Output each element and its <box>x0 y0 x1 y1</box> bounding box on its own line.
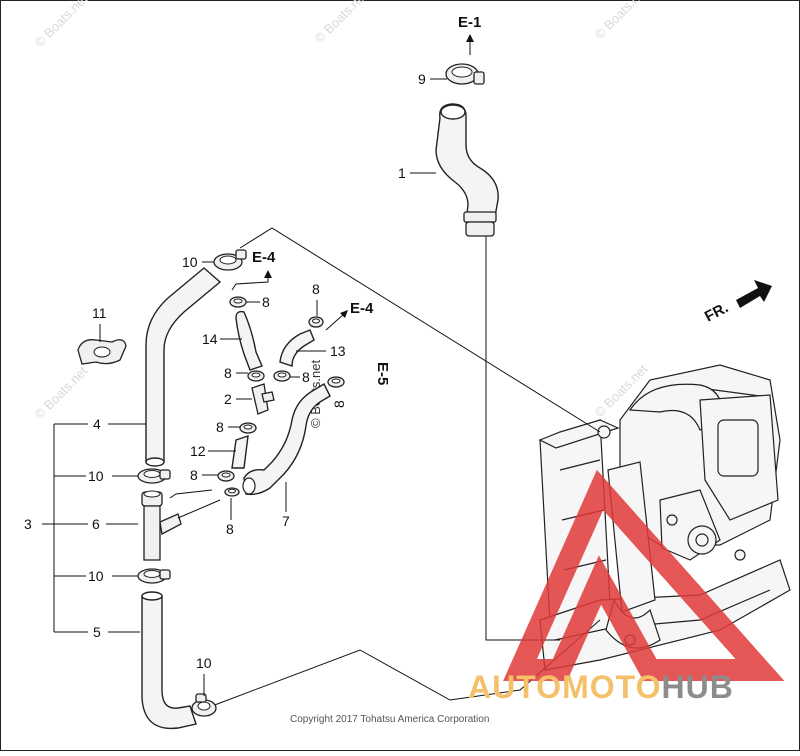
brand-text: AUTOMOTOHUB <box>468 669 734 705</box>
callout-8-h: 8 <box>331 400 347 408</box>
hose-part-7 <box>243 383 331 496</box>
callout-11: 11 <box>92 305 107 321</box>
clamp-part-8-f <box>308 316 324 328</box>
callout-8-b: 8 <box>224 365 232 381</box>
watermark-layer: © Boats.net © Boats.net © Boats.net © Bo… <box>32 0 651 428</box>
callout-4: 4 <box>93 416 101 432</box>
callout-10-mid: 10 <box>88 468 104 484</box>
callout-7: 7 <box>282 513 290 529</box>
clamp-part-10-bottom <box>191 693 217 717</box>
callout-14: 14 <box>202 331 218 347</box>
callout-8-g: 8 <box>302 369 310 385</box>
clamp-part-9 <box>445 63 485 85</box>
clamp-part-8-c <box>239 422 257 434</box>
callout-13: 13 <box>330 343 346 359</box>
clamp-part-8-b <box>247 370 265 382</box>
brand-text-part2: HUB <box>661 669 733 705</box>
callout-6: 6 <box>92 516 100 532</box>
ref-e5: E-5 <box>374 362 391 385</box>
copyright-text: Copyright 2017 Tohatsu America Corporati… <box>290 714 489 725</box>
clamp-part-8-h <box>327 376 345 388</box>
hose-part-12 <box>231 434 249 469</box>
ref-e4-top: E-4 <box>252 249 276 266</box>
brand-text-part1: AUTOMOTO <box>468 669 661 705</box>
watermark: © Boats.net <box>592 0 651 42</box>
callout-8-e: 8 <box>226 521 234 537</box>
callout-8-f: 8 <box>312 281 320 297</box>
clamp-part-10-top <box>213 249 247 271</box>
hose-part-5 <box>141 591 197 730</box>
hose-part-1 <box>435 103 499 237</box>
callout-10-low: 10 <box>88 568 104 584</box>
leader-to-engine-top <box>239 227 601 433</box>
watermark: © Boats.net <box>312 0 371 46</box>
clamp-part-8-e <box>224 487 240 497</box>
bracket-part-11 <box>77 339 127 365</box>
front-label: FR. <box>702 299 731 325</box>
callout-10-bottom: 10 <box>196 655 212 671</box>
hose-part-4 <box>145 267 222 467</box>
callout-1: 1 <box>398 165 406 181</box>
connector-part-2 <box>251 383 275 415</box>
hose-part-13 <box>279 329 315 367</box>
callout-10-top: 10 <box>182 254 198 270</box>
tjoint-part-6 <box>141 490 182 561</box>
clamp-part-8-g <box>273 370 291 382</box>
ref-e1: E-1 <box>458 14 481 31</box>
watermark: © Boats.net <box>32 0 91 50</box>
callout-8-d: 8 <box>190 467 198 483</box>
hose-part-14 <box>235 310 263 371</box>
callout-2: 2 <box>224 391 232 407</box>
clamp-part-10-mid <box>137 468 171 484</box>
clamp-part-8-d <box>217 470 235 482</box>
callout-12: 12 <box>190 443 206 459</box>
callout-8-c: 8 <box>216 419 224 435</box>
callout-3: 3 <box>24 516 32 532</box>
watermark: © Boats.net <box>32 363 91 422</box>
ref-e4-right: E-4 <box>350 300 374 317</box>
clamp-part-10-low <box>137 568 171 584</box>
brand-triangle-icon <box>503 469 785 681</box>
front-arrow-icon <box>736 280 772 308</box>
clamp-part-8-a <box>229 296 247 308</box>
callout-8-a: 8 <box>262 294 270 310</box>
front-direction-marker: FR. <box>702 280 772 326</box>
callout-9: 9 <box>418 71 426 87</box>
brand-logo: AUTOMOTOHUB <box>468 469 785 705</box>
callout-5: 5 <box>93 624 101 640</box>
